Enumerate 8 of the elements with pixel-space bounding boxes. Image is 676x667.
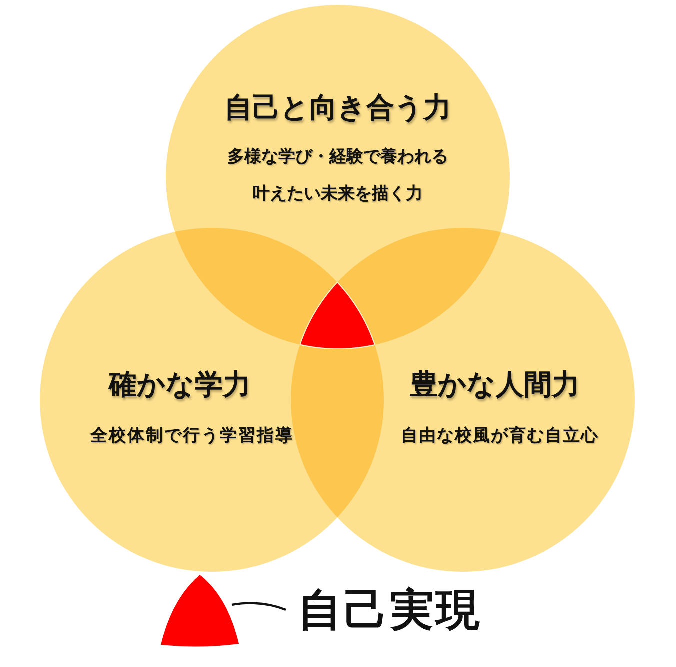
circle-description: 自由な校風が育む自立心: [401, 425, 599, 448]
circle-description: 全校体制で行う学習指導: [90, 425, 294, 448]
circle-heading: 確かな学力: [109, 368, 251, 402]
circle-description: 多様な学び・経験で養われる叶えたい未来を描く力: [226, 146, 450, 206]
legend-label: 自己実現: [298, 587, 482, 636]
circle-heading: 自己と向き合う力: [224, 91, 452, 125]
circle-heading: 豊かな人間力: [410, 368, 580, 402]
center-intersection: [300, 282, 375, 349]
